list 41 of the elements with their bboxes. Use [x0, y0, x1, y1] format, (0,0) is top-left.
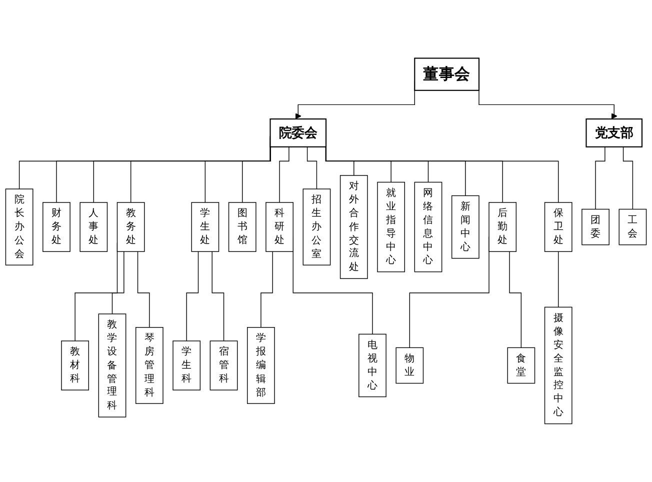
connector — [595, 146, 606, 210]
node-box: 宿管科 — [210, 340, 238, 390]
node-box: 科研处 — [266, 202, 294, 252]
node-box: 图书馆 — [228, 202, 256, 252]
connector — [558, 251, 559, 308]
node-box: 教务处 — [116, 202, 145, 252]
node-box: 工会 — [618, 208, 647, 246]
node-box: 人事处 — [80, 202, 108, 252]
node-box: 对外合作交流处 — [340, 175, 368, 279]
connector — [186, 251, 199, 342]
connector — [112, 251, 124, 314]
connector — [260, 251, 273, 328]
node-box: 党支部 — [586, 118, 643, 148]
node-box: 摄像安全监控中心 — [544, 306, 572, 424]
node-box: 新闻中心 — [451, 195, 480, 259]
node-box: 后勤处 — [488, 202, 517, 252]
connector — [242, 146, 271, 203]
node-box: 院委会 — [270, 118, 327, 148]
node-box: 教学设备管理科 — [98, 314, 126, 418]
node-box: 保卫处 — [544, 202, 572, 252]
node-box: 招生办公室 — [302, 188, 331, 266]
connector — [622, 146, 634, 210]
node-box: 电视中心 — [358, 334, 386, 398]
connector — [509, 251, 522, 348]
node-box: 学生科 — [172, 340, 201, 390]
node-box: 院长办公会 — [5, 188, 34, 266]
node-box: 团委 — [582, 208, 610, 246]
connector — [137, 251, 150, 328]
node-box: 董事会 — [414, 58, 480, 91]
connector — [306, 146, 318, 190]
node-box: 物业 — [396, 347, 424, 384]
node-box: 学生处 — [191, 202, 220, 252]
node-box: 财务处 — [42, 202, 70, 252]
node-box: 网络信息中心 — [414, 182, 442, 272]
connector — [279, 146, 290, 203]
connector — [212, 251, 224, 342]
node-box: 食堂 — [507, 347, 536, 384]
node-box: 学报编辑部 — [247, 327, 275, 404]
node-box: 教材科 — [61, 340, 89, 390]
node-box: 就业指导中心 — [377, 182, 405, 272]
node-box: 琴房管理科 — [135, 327, 164, 404]
